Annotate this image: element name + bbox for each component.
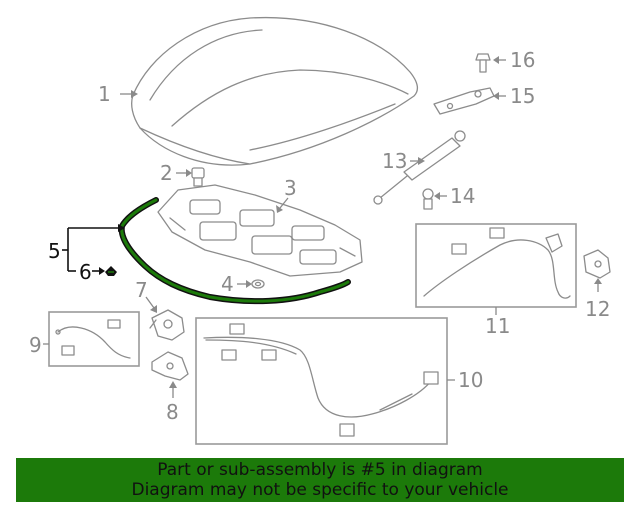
part-notice-banner: Part or sub-assembly is #5 in diagram Di…	[16, 458, 624, 502]
part-5-weatherstrip	[118, 197, 351, 305]
callout-15: 15	[510, 84, 535, 108]
part-14-ball-stud	[422, 188, 434, 210]
part-4-grommet	[251, 279, 265, 289]
part-8-bracket	[151, 351, 189, 381]
part-1-hood	[131, 16, 419, 166]
part-13-strut	[373, 130, 466, 205]
part-10-box	[195, 317, 448, 445]
callout-2: 2	[160, 161, 173, 185]
part-10-cable	[203, 323, 439, 437]
callout-12: 12	[585, 297, 610, 321]
part-2-clip	[191, 167, 205, 187]
part-6-clip	[105, 266, 117, 276]
part-9-cable	[55, 319, 131, 359]
callout-10: 10	[458, 368, 483, 392]
callout-5-bracket	[62, 224, 125, 271]
callout-13: 13	[382, 149, 407, 173]
callout-16: 16	[510, 48, 535, 72]
part-15-hinge	[433, 87, 495, 115]
banner-line-2: Diagram may not be specific to your vehi…	[131, 480, 509, 500]
part-12-latch	[583, 249, 611, 279]
callout-5: 5	[48, 239, 61, 263]
callout-14: 14	[450, 184, 475, 208]
callout-4: 4	[221, 272, 234, 296]
callout-1: 1	[98, 82, 111, 106]
part-7-hood-lock	[149, 309, 185, 341]
part-16-bolt	[475, 53, 491, 73]
callout-7: 7	[135, 278, 148, 302]
callout-6: 6	[79, 260, 92, 284]
part-11-cable	[423, 227, 571, 299]
banner-line-1: Part or sub-assembly is #5 in diagram	[157, 460, 483, 480]
callout-8: 8	[166, 400, 179, 424]
callout-9: 9	[29, 333, 42, 357]
part-3-insulator	[157, 184, 363, 277]
callout-11: 11	[485, 314, 510, 338]
callout-3: 3	[284, 176, 297, 200]
part-9-box	[48, 311, 140, 367]
